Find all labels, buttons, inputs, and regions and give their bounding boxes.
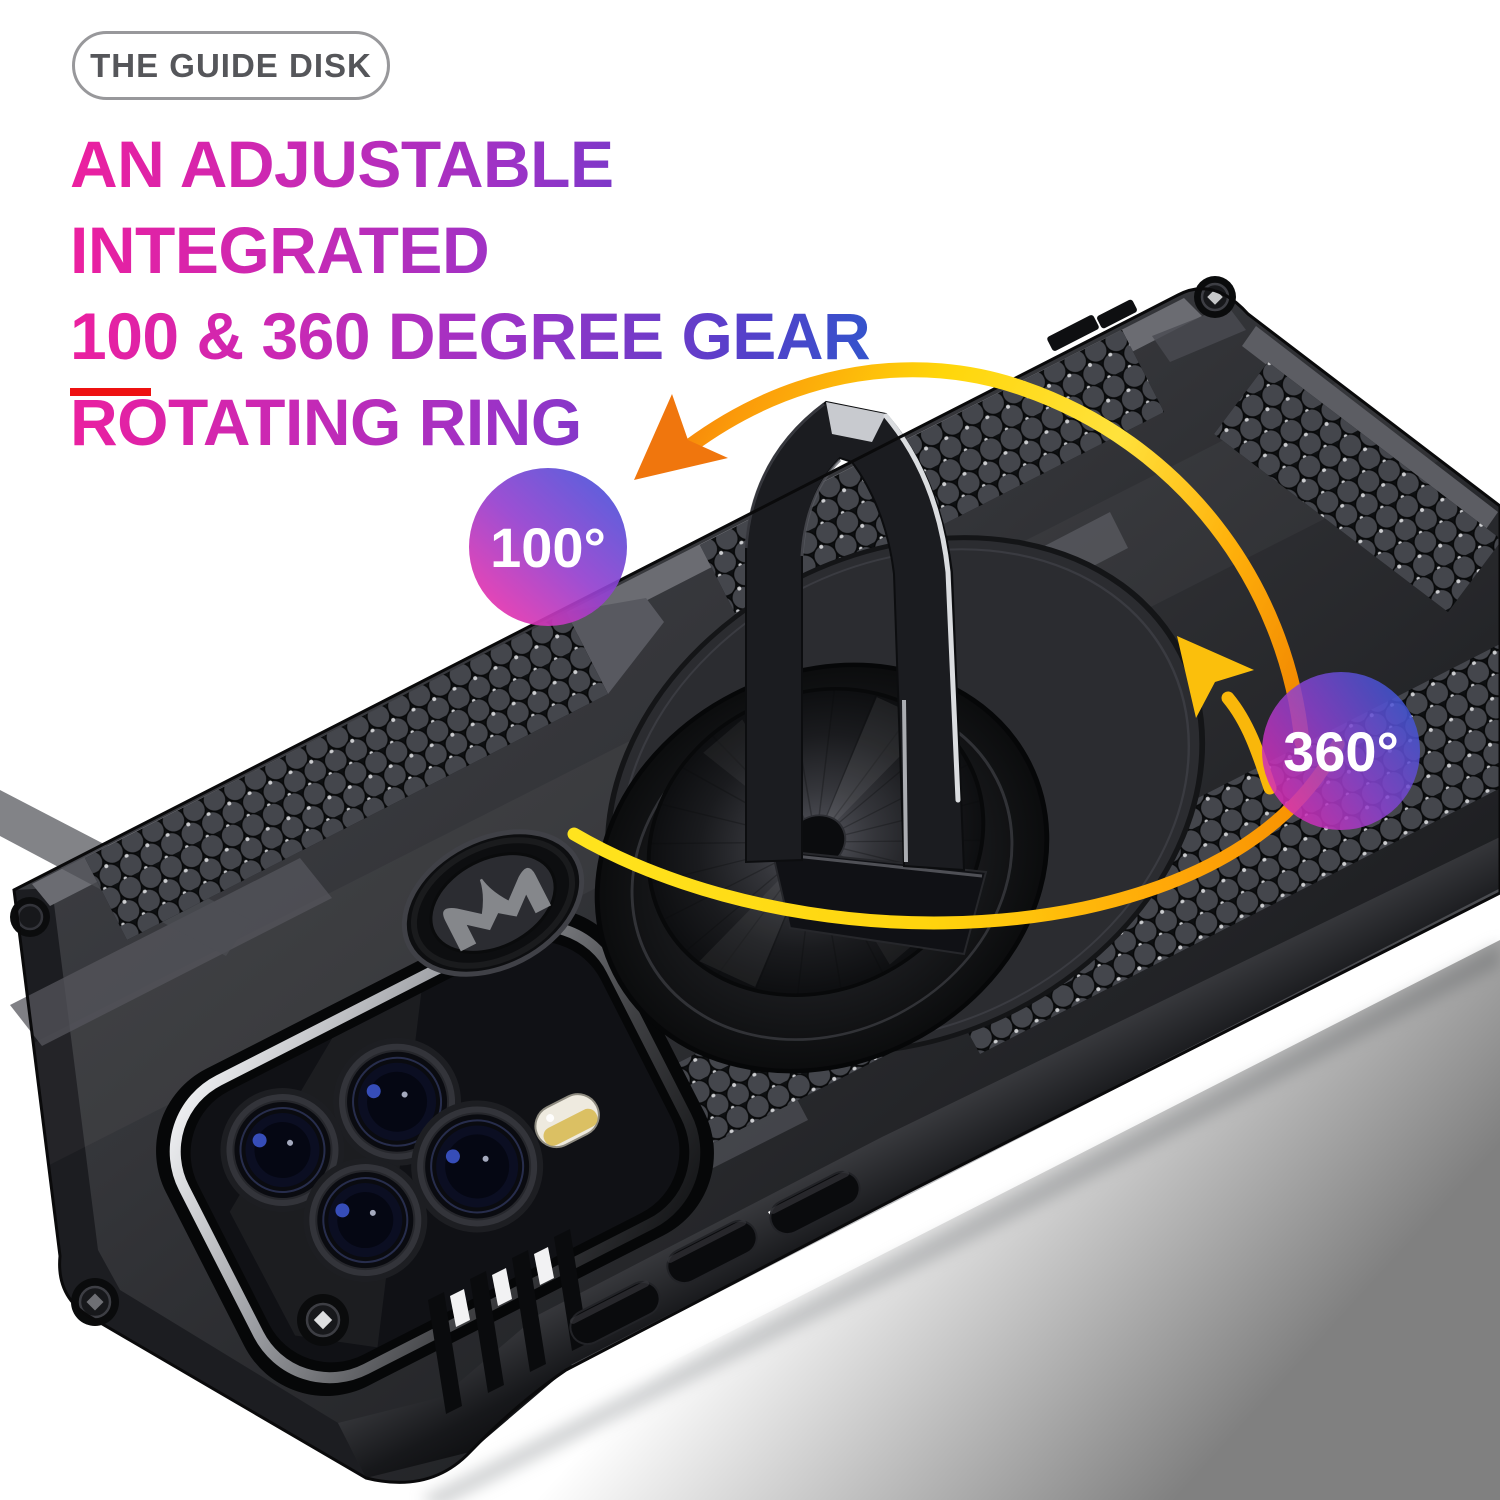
camera-lens bbox=[303, 1158, 428, 1283]
hex-bolt-icon bbox=[297, 1294, 349, 1346]
guide-disk-badge: THE GUIDE DISK bbox=[72, 31, 390, 100]
degree-label-100: 100° bbox=[490, 516, 606, 579]
far-side-buttons bbox=[1047, 299, 1137, 351]
motorola-logo-icon bbox=[401, 829, 585, 977]
degree-label-360: 360° bbox=[1283, 720, 1399, 783]
heading-line-3: ROTATING RING bbox=[70, 385, 582, 459]
rotation-arrow-360-icon bbox=[567, 691, 1345, 930]
camera-module bbox=[156, 908, 714, 1396]
ring-kickstand bbox=[744, 400, 966, 872]
heading-line-2: 100 & 360 DEGREE GEAR bbox=[70, 299, 871, 373]
red-divider bbox=[70, 388, 151, 396]
camera-lens bbox=[411, 1100, 544, 1233]
camera-lens bbox=[220, 1088, 345, 1213]
rotation-arrowhead-360 bbox=[1177, 636, 1254, 718]
heading-line-1: AN ADJUSTABLE INTEGRATED bbox=[70, 127, 614, 287]
page-heading: AN ADJUSTABLE INTEGRATED 100 & 360 DEGRE… bbox=[70, 121, 960, 465]
degree-badge-360: 360° bbox=[1262, 672, 1420, 830]
guide-disk-badge-label: THE GUIDE DISK bbox=[90, 46, 372, 84]
tilt-arrow-100-icon bbox=[634, 362, 1310, 750]
degree-badge-100: 100° bbox=[469, 468, 627, 626]
hex-bolt-icon bbox=[1194, 276, 1236, 318]
phone-case bbox=[0, 276, 1500, 1500]
side-buttons bbox=[569, 1170, 861, 1346]
camera-flash bbox=[534, 1093, 600, 1149]
